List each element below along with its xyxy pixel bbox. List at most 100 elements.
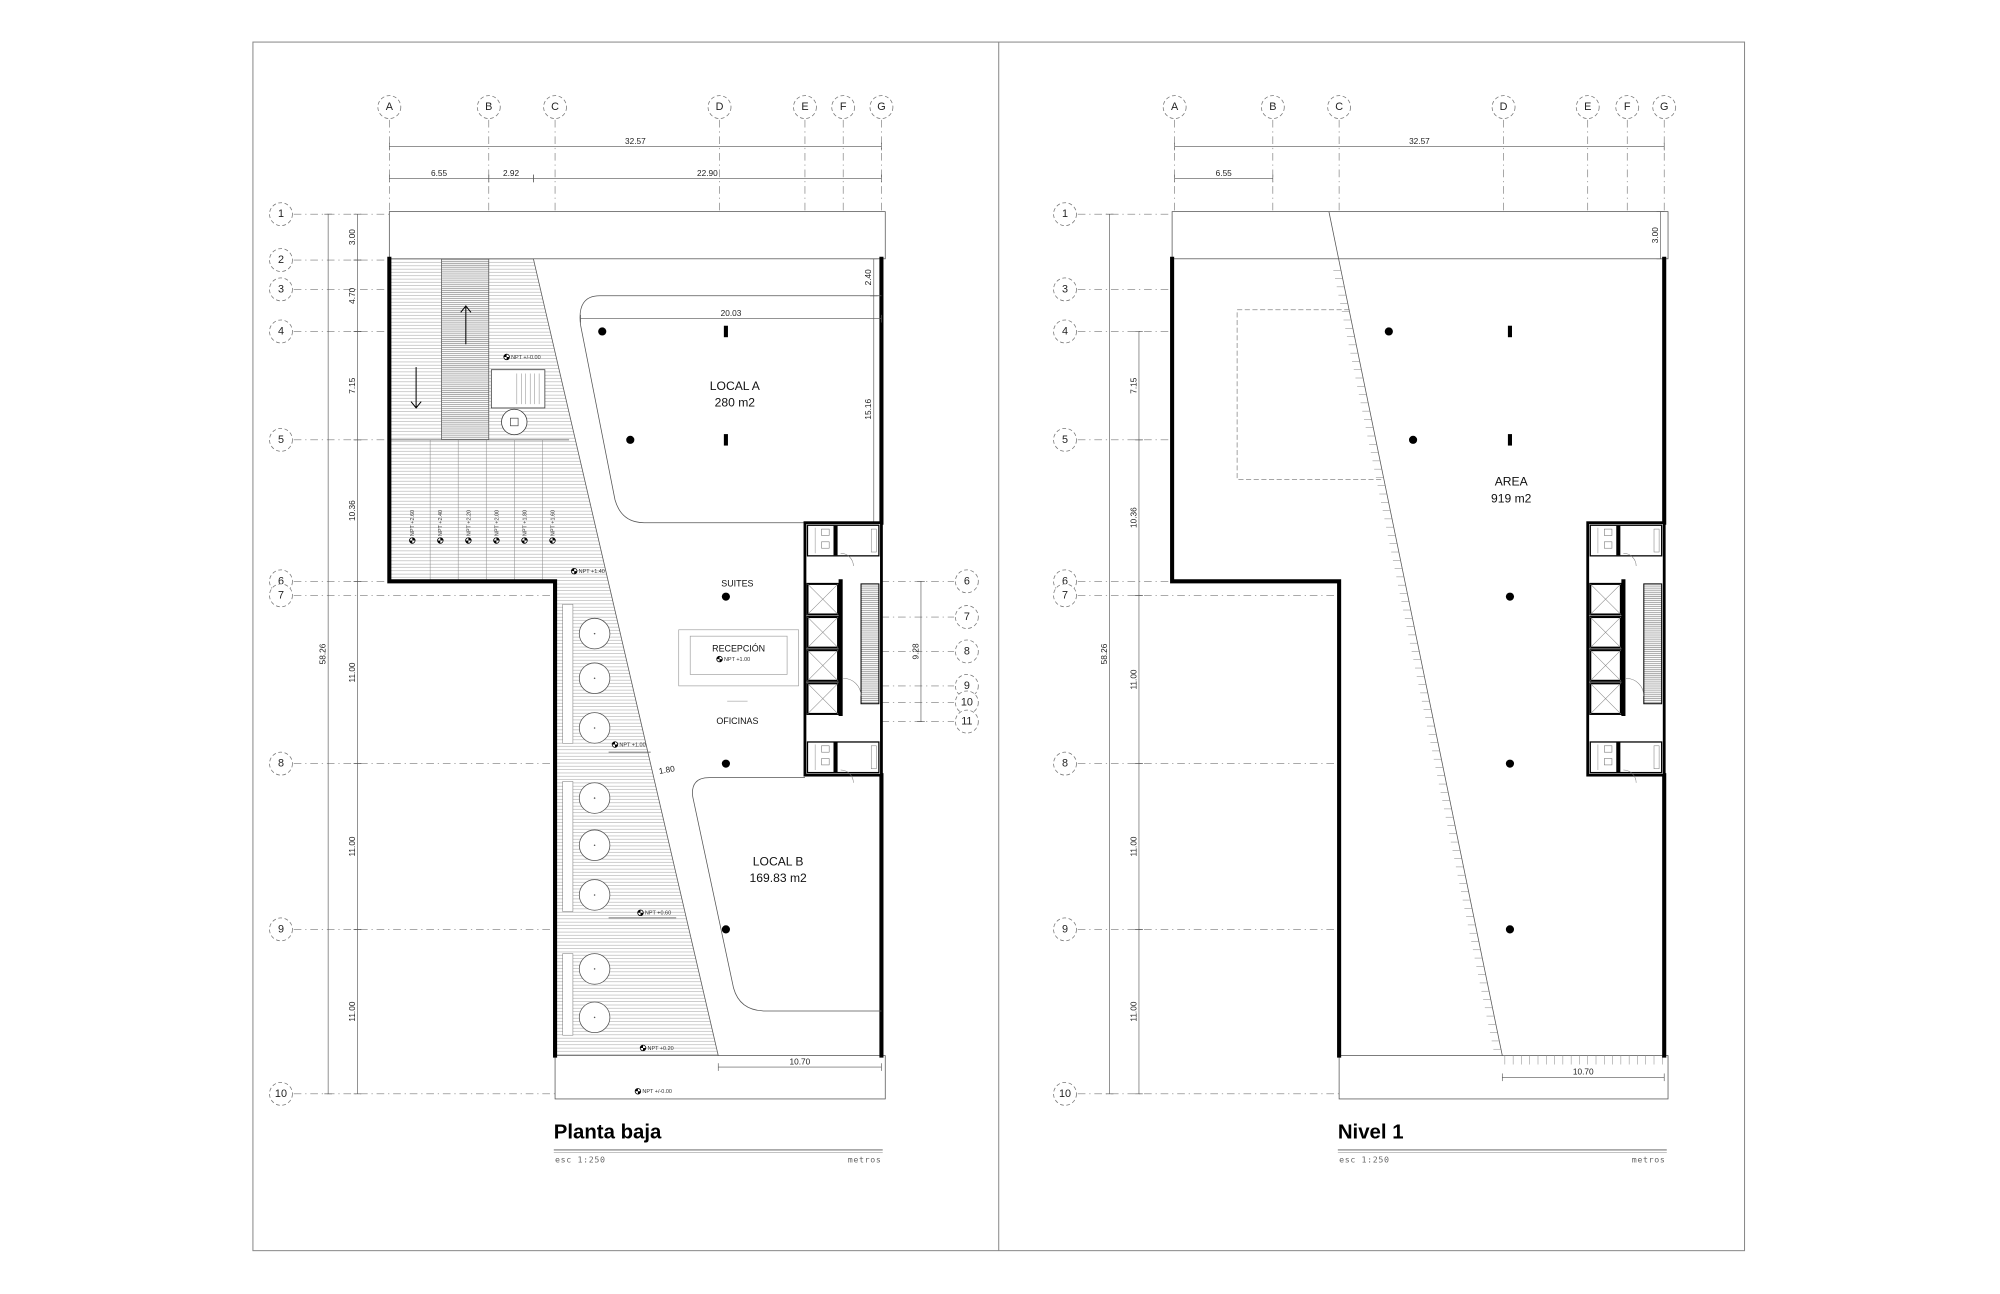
plan-units: metros — [1632, 1155, 1666, 1165]
level-marker: NPT +1.00 — [611, 741, 646, 748]
grid-column-label: F — [1624, 101, 1631, 113]
room-area-local-b: 169.83 m2 — [750, 871, 807, 885]
dimension-ramp-width: 1.80 — [658, 764, 676, 776]
toilet-icon — [821, 758, 830, 766]
urinal-icon — [1653, 528, 1660, 553]
level-symbol-fill — [521, 537, 528, 544]
toilet-icon — [821, 541, 830, 549]
level-marker: NPT +2.60 — [409, 510, 416, 544]
grid-bubble — [1575, 95, 1600, 119]
grid-column-label: B — [1269, 101, 1276, 113]
toilet-icon — [821, 528, 830, 536]
core-row-label: 8 — [964, 645, 970, 657]
dimension-segment: 11.00 — [348, 836, 357, 856]
ramp-area — [389, 258, 719, 1056]
grid-row-label: 3 — [1062, 283, 1068, 295]
grid-bubble — [269, 248, 293, 272]
grid-bubble — [1053, 751, 1077, 776]
grid-row-label: 10 — [275, 1088, 287, 1100]
grid-row-label: 7 — [278, 589, 284, 601]
dimension-segment: 7.15 — [348, 377, 357, 393]
dimension-total-height: 58.26 — [319, 643, 328, 664]
level-symbol-fill — [493, 537, 500, 544]
plan-scale: esc 1:250 — [555, 1155, 606, 1165]
level-symbol-fill — [640, 1045, 646, 1051]
grid-row-label: 1 — [278, 208, 284, 220]
grid-column-label: C — [1335, 101, 1343, 113]
dimension-segment: 3.00 — [348, 229, 357, 245]
grid-row-label: 1 — [1062, 208, 1068, 220]
dimension-b-c: 2.92 — [503, 169, 519, 178]
level-label: NPT +/-0.00 — [642, 1089, 672, 1095]
grid-bubble — [954, 605, 979, 629]
grid-row-label: 4 — [278, 325, 284, 337]
grid-bubble — [1053, 427, 1077, 452]
room-name-area: AREA — [1495, 475, 1529, 489]
level-symbol-fill — [465, 537, 472, 544]
door-swing-icon — [1623, 769, 1637, 783]
label-reception: RECEPCIÓN — [712, 643, 765, 653]
grid-column-label: F — [840, 101, 847, 113]
local-a-outline — [579, 295, 882, 524]
level-marker: NPT +1.80 — [521, 510, 528, 544]
column-round — [598, 327, 607, 336]
level-label: NPT +1.00 — [619, 742, 645, 748]
grid-row-label: 7 — [1062, 589, 1068, 601]
grid-row-label: 8 — [278, 758, 284, 770]
grid-bubble — [1053, 319, 1077, 344]
grid-bubble — [1615, 95, 1640, 119]
bathroom — [1589, 741, 1663, 774]
grid-row-label: 5 — [1062, 434, 1068, 446]
level-label: NPT +1.00 — [724, 657, 750, 663]
plan-title: Planta baja — [554, 1121, 662, 1143]
urinal-icon — [1653, 745, 1660, 770]
room-name-local-a: LOCAL A — [710, 379, 761, 393]
spiral-stair-core — [510, 417, 519, 427]
column-round — [1408, 435, 1418, 444]
elevator-cross — [1590, 616, 1622, 648]
elevator-cross — [1590, 683, 1622, 715]
door-swing-icon — [840, 553, 854, 567]
grid-bubble — [377, 95, 402, 119]
grid-row-label: 9 — [1062, 923, 1068, 935]
exterior-wall-left — [1170, 256, 1342, 1058]
level-marker: NPT +1.60 — [549, 510, 556, 544]
plan-units: metros — [848, 1155, 882, 1165]
level-label: NPT +2.60 — [410, 510, 416, 536]
door-swing-icon — [840, 769, 854, 783]
level-label: NPT +1.80 — [522, 510, 528, 536]
grid-row-label: 8 — [1062, 758, 1068, 770]
core-row-label: 7 — [964, 611, 970, 623]
reception-desk — [689, 635, 788, 675]
ramp-up — [441, 258, 489, 440]
grid-row-label: 9 — [278, 923, 284, 935]
grid-bubble — [1053, 277, 1077, 302]
arrow-down-icon — [410, 367, 422, 409]
door-swing-icon — [843, 677, 862, 697]
grid-bubble — [869, 95, 894, 119]
level-symbol-fill — [716, 656, 723, 662]
grid-bubble — [269, 1081, 293, 1106]
planter-center — [593, 632, 596, 635]
planter-center — [593, 797, 596, 799]
dimension-segment: 11.00 — [348, 1001, 357, 1021]
dimension-total-width: 32.57 — [1409, 137, 1430, 146]
column-rect — [723, 434, 728, 446]
toilet-icon — [1604, 745, 1613, 753]
elevator-cross — [807, 683, 839, 715]
level-label: NPT +/-0.00 — [511, 355, 541, 361]
column-rect — [1507, 434, 1512, 446]
level-marker: NPT +0.20 — [639, 1044, 674, 1052]
dimension-segment: 11.00 — [1129, 1001, 1138, 1021]
room-name-local-b: LOCAL B — [753, 855, 804, 869]
core-row-label: 10 — [961, 696, 973, 708]
grid-column-label: G — [1660, 101, 1668, 113]
level-symbol-fill — [637, 910, 644, 916]
dimension-setback: 2.40 — [864, 269, 873, 285]
spiral-stair — [501, 408, 528, 436]
grid-bubble — [269, 583, 293, 608]
level-symbol-fill — [571, 568, 577, 574]
room-area-area: 919 m2 — [1491, 491, 1532, 505]
grid-bubble — [1652, 95, 1677, 119]
railing-ticks — [1333, 270, 1663, 1065]
